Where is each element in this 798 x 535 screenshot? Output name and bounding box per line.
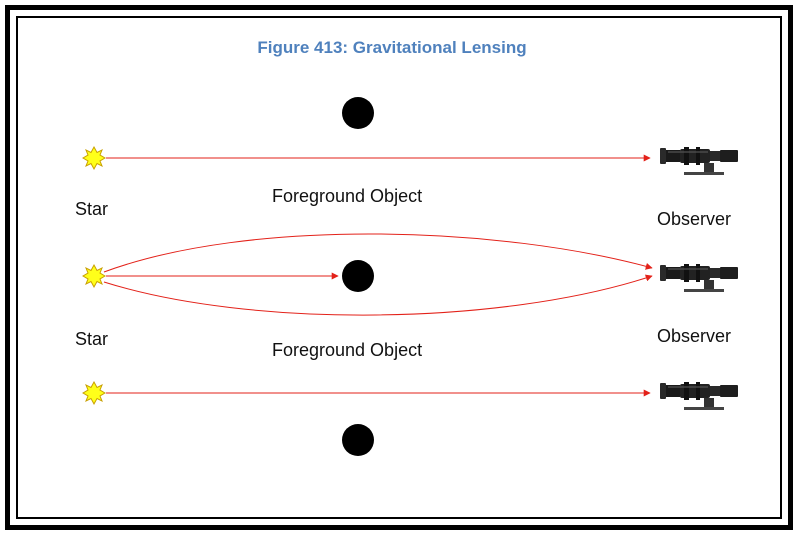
telescope-icon	[660, 382, 738, 410]
sun-icon	[83, 147, 105, 169]
star-label-top: Star	[75, 199, 108, 219]
foreground-object-top	[342, 97, 374, 129]
foreground-object-bottom	[342, 424, 374, 456]
telescope-icon	[660, 147, 738, 175]
observer-label-bottom: Observer	[657, 326, 731, 346]
sun-icon	[83, 265, 105, 287]
foreground-label-bottom: Foreground Object	[272, 340, 422, 360]
figure-title: Figure 413: Gravitational Lensing	[257, 38, 526, 57]
foreground-label-top: Foreground Object	[272, 186, 422, 206]
telescope-icon	[660, 264, 738, 292]
lensed-ray-upper	[104, 234, 652, 272]
foreground-object-middle	[342, 260, 374, 292]
sun-icon	[83, 382, 105, 404]
star-label-bottom: Star	[75, 329, 108, 349]
lensed-ray-lower	[104, 276, 652, 315]
observer-label-top: Observer	[657, 209, 731, 229]
